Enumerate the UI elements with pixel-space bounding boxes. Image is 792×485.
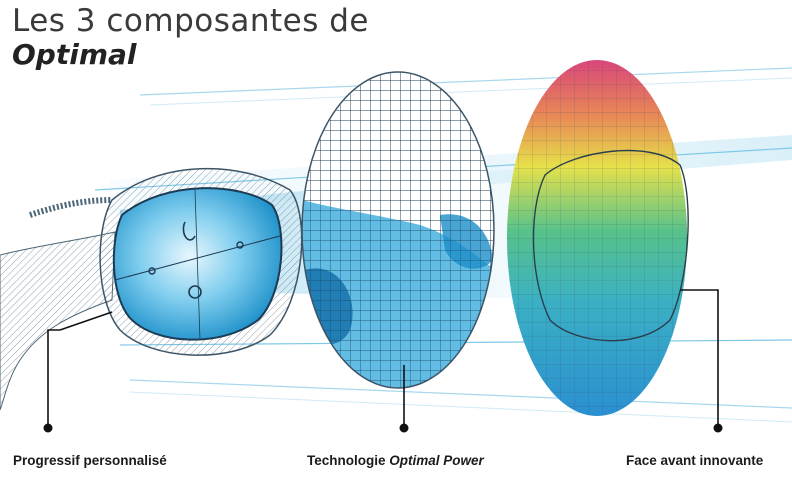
caption-optimal-power: Technologie Optimal Power: [307, 453, 484, 468]
page-title: Les 3 composantes de Optimal: [12, 4, 369, 70]
leader-lines: [43, 289, 723, 433]
caption-optimal-power-prefix: Technologie: [307, 453, 390, 468]
title-line-1: Les 3 composantes de: [12, 3, 370, 39]
caption-optimal-power-emphasis: Optimal Power: [389, 453, 484, 468]
lens-front-surface-illustration: [507, 60, 689, 416]
eyeglasses-illustration: [0, 167, 303, 411]
caption-progressive-lens: Progressif personnalisé: [13, 453, 167, 468]
title-line-2: Optimal: [12, 37, 137, 71]
caption-front-face: Face avant innovante: [626, 453, 764, 468]
lens-grid-illustration: [301, 71, 495, 389]
